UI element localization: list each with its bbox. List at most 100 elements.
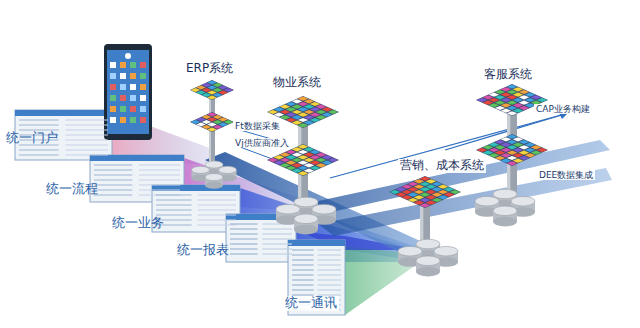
grid-tile — [286, 118, 297, 122]
grid-tile — [507, 135, 518, 139]
grid-tile — [298, 155, 309, 159]
grid-tile — [519, 145, 530, 149]
screen-row — [65, 149, 108, 150]
grid-tile — [322, 161, 333, 165]
grid-tile — [420, 203, 431, 207]
grid-tile — [408, 182, 419, 186]
grid-tile — [274, 113, 285, 117]
screen-row — [94, 164, 132, 165]
screen-row — [318, 264, 341, 265]
grid-tile — [316, 105, 327, 109]
app-icon — [140, 117, 146, 123]
grid-tile — [438, 195, 449, 199]
app-icon — [140, 84, 146, 90]
cylinder-bottom — [294, 225, 318, 235]
grid-tile — [402, 185, 413, 189]
grid-tile — [280, 163, 291, 167]
grid-tile — [507, 111, 518, 115]
grid-tile — [519, 156, 530, 160]
grid-tile — [519, 106, 530, 110]
screen-row — [156, 204, 192, 205]
screen-row — [230, 253, 258, 254]
grid-tile — [310, 166, 321, 170]
grid-tile — [426, 179, 437, 183]
screen-row — [65, 124, 108, 125]
cylinder-top — [511, 196, 535, 206]
screen-row — [94, 189, 132, 190]
screen-row — [292, 289, 314, 290]
grid-tile — [432, 182, 443, 186]
cylinder-top — [493, 206, 517, 216]
grid-tile — [408, 193, 419, 197]
grid-tile — [322, 155, 333, 159]
cylinder-bottom — [493, 217, 517, 227]
screen-row — [139, 184, 180, 185]
screen-row — [19, 154, 59, 155]
app-icon — [110, 84, 116, 90]
grid-tile — [224, 88, 234, 92]
screen-row — [65, 144, 108, 145]
screen-row — [65, 134, 108, 135]
app-icon — [110, 117, 116, 123]
grid-tile — [286, 166, 297, 170]
grid-tile — [292, 153, 303, 157]
grid-tile — [450, 190, 461, 194]
screen-row — [198, 219, 236, 220]
cylinder-top — [192, 166, 210, 173]
grid-tile — [426, 201, 437, 205]
screen-row — [94, 184, 132, 185]
grid-tile — [507, 106, 518, 110]
cylinder-top — [416, 239, 440, 249]
grid-tile — [513, 87, 524, 91]
grid-tile — [501, 159, 512, 163]
grid-tile — [495, 145, 506, 149]
cylinder-top — [312, 204, 336, 214]
grid-tile — [310, 150, 321, 154]
grid-tile — [292, 121, 303, 125]
grid-tile — [525, 148, 536, 152]
grid-tile — [310, 102, 321, 106]
grid-tile — [316, 163, 327, 167]
grid-tile — [213, 93, 223, 97]
system-title: 营销、成本系统 — [398, 159, 486, 173]
screen-row — [94, 194, 132, 195]
grid-tile — [286, 113, 297, 117]
grid-tile — [316, 153, 327, 157]
grid-tile — [274, 107, 285, 111]
grid-tile — [268, 158, 279, 162]
grid-tile — [483, 151, 494, 155]
app-icon — [120, 84, 126, 90]
grid-tile — [310, 118, 321, 122]
grid-tile — [213, 88, 223, 92]
grid-tile — [390, 190, 401, 194]
grid-tile — [196, 91, 206, 95]
grid-tile — [292, 99, 303, 103]
grid-tile — [304, 169, 315, 173]
grid-tile — [501, 109, 512, 113]
flow-label: Vj供应商准入 — [233, 138, 291, 148]
grid-tile — [298, 107, 309, 111]
grid-platform — [190, 112, 234, 132]
screen-row — [65, 139, 108, 140]
screen-row — [156, 199, 192, 200]
grid-tile — [483, 145, 494, 149]
flow-label: Ft数据采集 — [233, 121, 282, 131]
grid-tile — [513, 93, 524, 97]
grid-tile — [213, 83, 223, 87]
grid-tile — [519, 95, 530, 99]
grid-tile — [292, 115, 303, 119]
grid-tile — [304, 115, 315, 119]
screen-row — [139, 189, 180, 190]
data-pipe — [318, 168, 612, 236]
screen-row — [198, 199, 236, 200]
grid-tile — [495, 106, 506, 110]
screen-row — [198, 194, 236, 195]
grid-tile — [191, 88, 201, 92]
screen-row — [198, 209, 236, 210]
grid-tile — [292, 147, 303, 151]
flow-label: CAP业务构建 — [534, 104, 592, 114]
grid-tile — [501, 148, 512, 152]
grid-tile — [196, 118, 206, 122]
grid-tile — [489, 103, 500, 107]
